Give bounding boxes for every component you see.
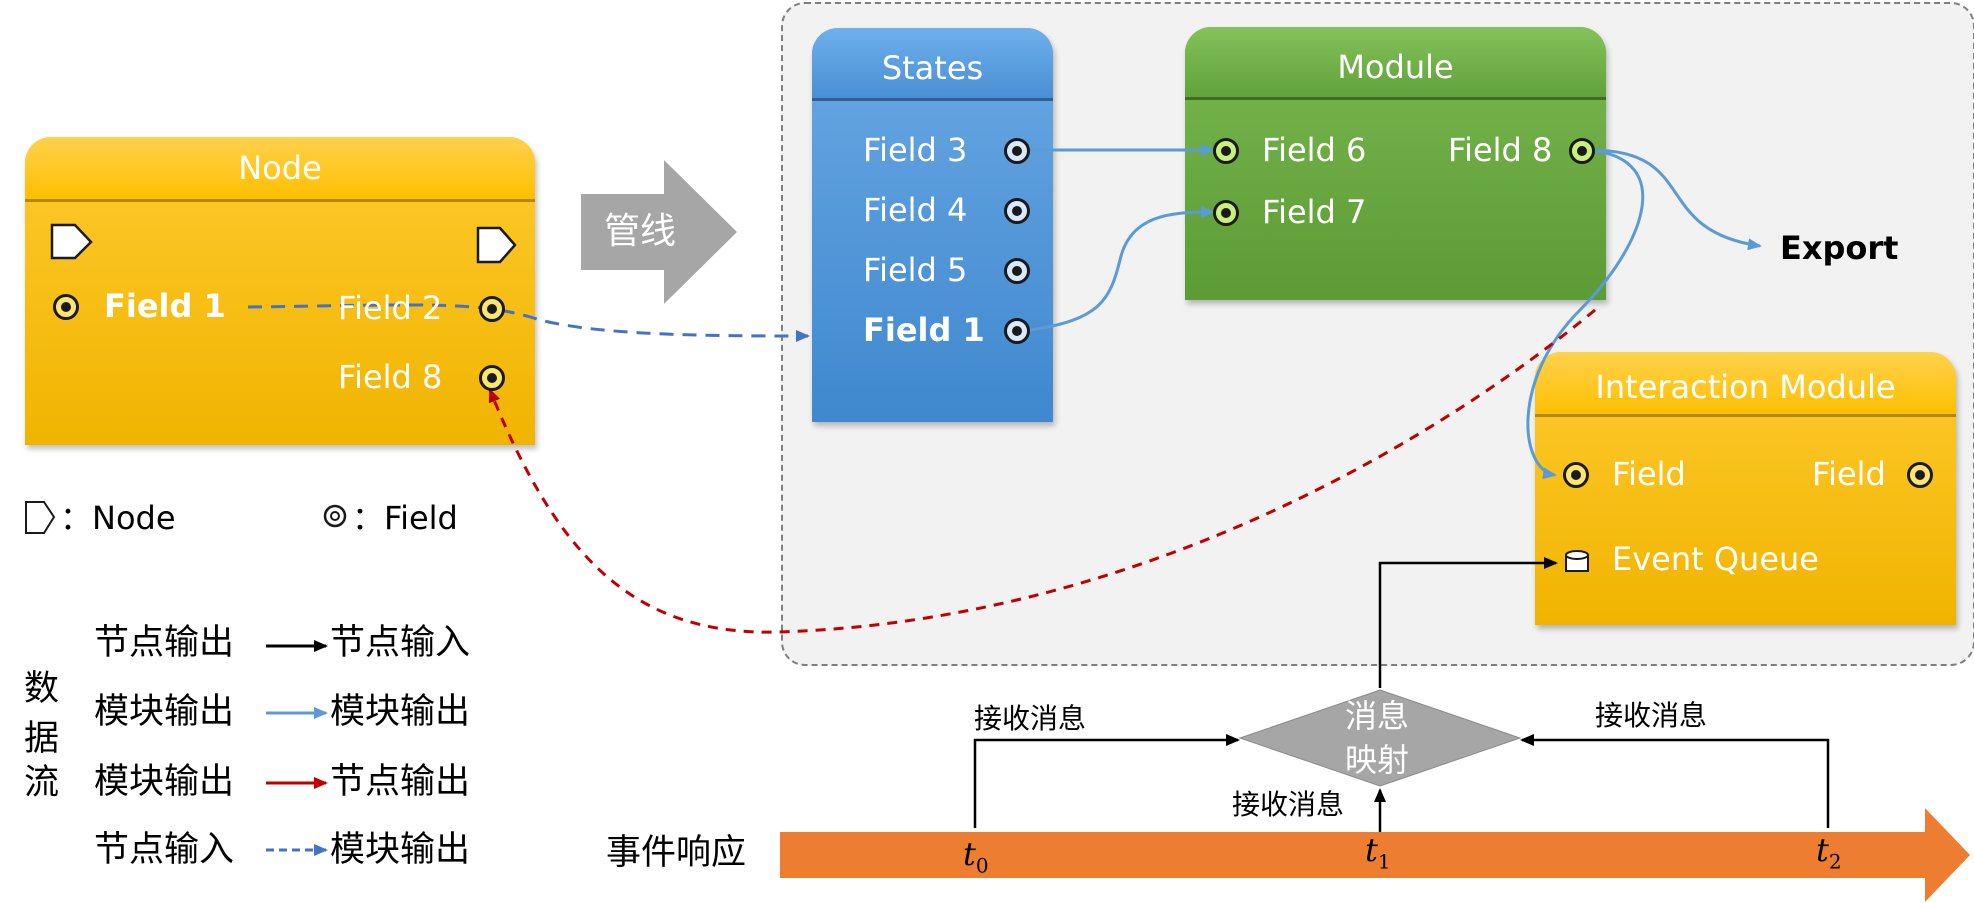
states-field3-port-icon[interactable] xyxy=(1004,138,1030,164)
states-field1-port-icon[interactable] xyxy=(1004,318,1030,344)
dataflow-title-3: 流 xyxy=(24,763,60,803)
node-field8-port-icon[interactable] xyxy=(479,365,505,391)
timeline-t1: t1 xyxy=(1365,834,1391,871)
legend-field-icon xyxy=(323,504,347,528)
module-field7-label: Field 7 xyxy=(1262,193,1367,231)
link-t2-map xyxy=(1520,734,1830,828)
message-map-line2: 映射 xyxy=(1345,741,1410,779)
timeline-t1-var: t xyxy=(1365,831,1378,869)
link-interaction-field8-red xyxy=(488,308,1596,634)
timeline-t2-var: t xyxy=(1816,831,1829,869)
event-queue-label: Event Queue xyxy=(1612,540,1819,578)
module-header: Module xyxy=(1185,27,1606,100)
timeline-t0: t0 xyxy=(963,838,989,875)
legend-row2-from: 模块输出 xyxy=(94,692,235,732)
module-box: Module xyxy=(1185,27,1606,300)
interaction-field-out-port-icon[interactable] xyxy=(1907,462,1933,488)
states-title: States xyxy=(881,49,984,87)
node-field1-label: Field 1 xyxy=(104,287,226,325)
link-t0-map xyxy=(973,734,1240,828)
timeline-arrow xyxy=(780,808,1970,902)
legend-field-icon-inner xyxy=(330,511,340,521)
recv-mid-label: 接收消息 xyxy=(1232,788,1345,821)
states-field1-label: Field 1 xyxy=(863,311,985,349)
dataflow-title-1: 数 xyxy=(24,669,60,709)
event-queue-icon xyxy=(1565,550,1589,572)
module-field7-port-icon[interactable] xyxy=(1213,200,1239,226)
node-field8-label: Field 8 xyxy=(338,358,443,396)
pipeline-arrow xyxy=(581,160,737,304)
legend-row1-to: 节点输入 xyxy=(330,623,471,663)
export-label: Export xyxy=(1780,229,1899,267)
states-field5-port-icon[interactable] xyxy=(1004,258,1030,284)
legend-row4-to: 模块输出 xyxy=(330,830,471,870)
states-field5-label: Field 5 xyxy=(863,251,968,289)
legend-row3-to: 节点输出 xyxy=(330,762,471,802)
states-field4-label: Field 4 xyxy=(863,191,968,229)
interaction-field-in-label: Field xyxy=(1612,455,1686,493)
legend-row2-to: 模块输出 xyxy=(330,692,471,732)
recv-left-label: 接收消息 xyxy=(974,702,1087,735)
timeline-label: 事件响应 xyxy=(606,833,747,873)
node-input-tag-icon xyxy=(50,223,93,260)
node-output-tag-icon xyxy=(476,226,517,264)
module-field8-port-icon[interactable] xyxy=(1569,138,1595,164)
interaction-field-in-port-icon[interactable] xyxy=(1563,462,1589,488)
legend-field-label: ：Field xyxy=(352,499,458,537)
states-field4-port-icon[interactable] xyxy=(1004,198,1030,224)
node-field1-port-icon[interactable] xyxy=(53,294,79,320)
states-header: States xyxy=(812,28,1053,101)
link-field1-states-dashed xyxy=(247,303,810,342)
node-header: Node xyxy=(25,137,535,202)
legend-row1-from: 节点输出 xyxy=(94,623,235,663)
legend-node-label: ：Node xyxy=(60,499,176,537)
timeline-t2: t2 xyxy=(1816,834,1842,871)
pipeline-label: 管线 xyxy=(604,211,677,252)
dataflow-title-2: 据 xyxy=(24,719,60,759)
node-title: Node xyxy=(238,149,322,187)
link-map-event-queue xyxy=(1378,557,1558,688)
recv-right-label: 接收消息 xyxy=(1595,699,1708,732)
link-field8-interaction xyxy=(1526,148,1645,480)
interaction-module-title: Interaction Module xyxy=(1595,368,1896,406)
interaction-module-box: Interaction Module xyxy=(1535,352,1956,625)
timeline-t1-sub: 1 xyxy=(1377,849,1391,874)
states-box: States xyxy=(812,28,1053,422)
node-field2-port-icon[interactable] xyxy=(479,296,505,322)
link-field1-field7 xyxy=(1029,206,1215,332)
legend-row3-from: 模块输出 xyxy=(94,762,235,802)
interaction-field-out-label: Field xyxy=(1812,455,1886,493)
module-field6-port-icon[interactable] xyxy=(1213,138,1239,164)
timeline-t0-var: t xyxy=(963,835,976,873)
message-map-line1: 消息 xyxy=(1345,697,1410,735)
legend-row4-from: 节点输入 xyxy=(94,830,235,870)
link-field8-export xyxy=(1589,148,1762,251)
module-title: Module xyxy=(1337,48,1454,86)
module-field8-label: Field 8 xyxy=(1448,131,1553,169)
legend-node-tag-icon xyxy=(25,501,56,534)
interaction-module-header: Interaction Module xyxy=(1535,352,1956,417)
node-field2-label: Field 2 xyxy=(338,289,443,327)
node-box: Node xyxy=(25,137,535,445)
module-field6-label: Field 6 xyxy=(1262,131,1367,169)
timeline-t2-sub: 2 xyxy=(1828,849,1842,874)
timeline-t0-sub: 0 xyxy=(975,853,989,878)
states-field3-label: Field 3 xyxy=(863,131,968,169)
